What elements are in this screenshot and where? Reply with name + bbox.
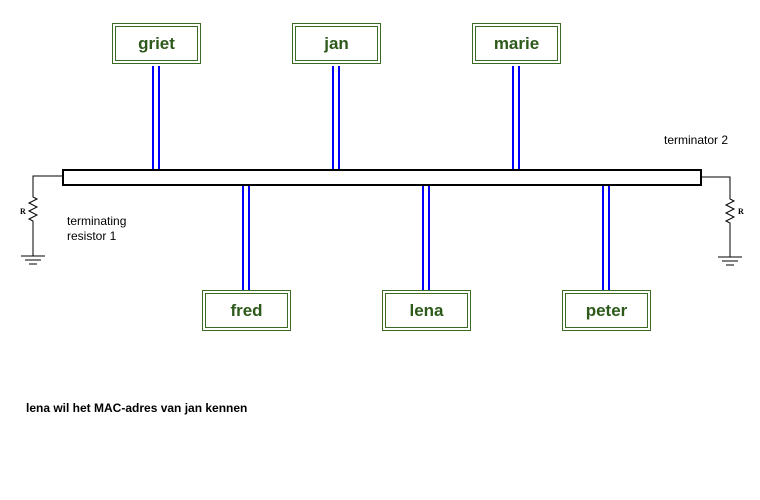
node-griet[interactable]: griet bbox=[112, 23, 201, 64]
node-label: fred bbox=[205, 293, 288, 328]
node-label: jan bbox=[295, 26, 378, 61]
node-label: peter bbox=[565, 293, 648, 328]
caption: lena wil het MAC-adres van jan kennen bbox=[26, 401, 248, 415]
node-fred[interactable]: fred bbox=[202, 290, 291, 331]
node-marie[interactable]: marie bbox=[472, 23, 561, 64]
resistor-symbol-right: R bbox=[738, 207, 744, 216]
terminator-left-label: terminating resistor 1 bbox=[67, 214, 126, 244]
node-jan[interactable]: jan bbox=[292, 23, 381, 64]
node-peter[interactable]: peter bbox=[562, 290, 651, 331]
node-label: lena bbox=[385, 293, 468, 328]
terminating-resistor-left bbox=[21, 175, 63, 265]
resistor-symbol-left: R bbox=[20, 207, 26, 216]
terminator-left-label-line2: resistor 1 bbox=[67, 229, 117, 243]
node-label: griet bbox=[115, 26, 198, 61]
terminating-resistor-right bbox=[701, 176, 742, 266]
drop-cables bbox=[152, 66, 610, 290]
bus-cable bbox=[62, 169, 702, 186]
terminator-left-label-line1: terminating bbox=[67, 214, 127, 228]
terminator-right-label: terminator 2 bbox=[664, 133, 729, 147]
node-lena[interactable]: lena bbox=[382, 290, 471, 331]
node-label: marie bbox=[475, 26, 558, 61]
